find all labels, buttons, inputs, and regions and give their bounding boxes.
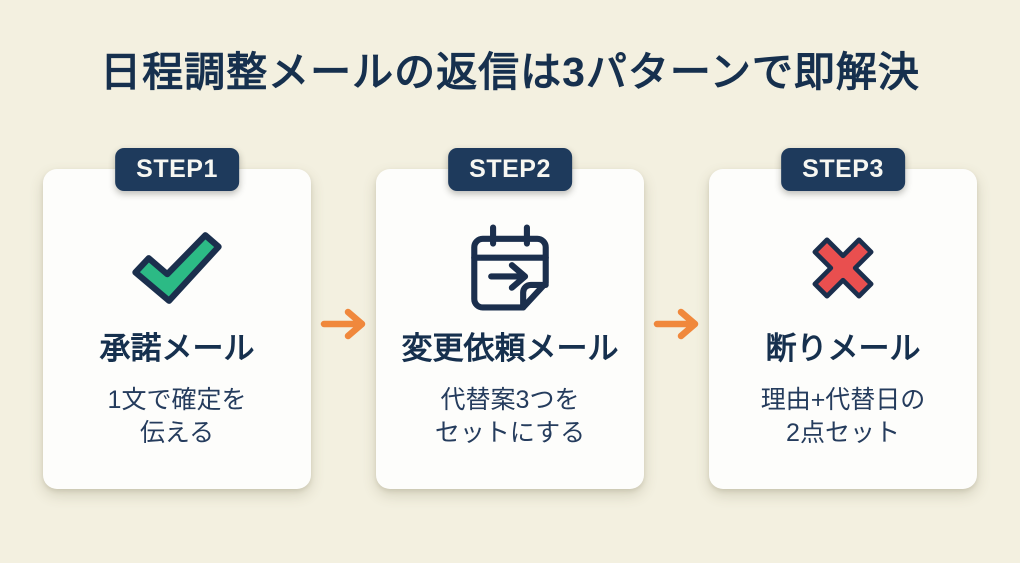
step-card-1: STEP1 承諾メール 1文で確定を 伝える: [43, 148, 311, 489]
cross-icon: [709, 225, 977, 311]
page-title: 日程調整メールの返信は3パターンで即解決: [100, 49, 920, 95]
step-badge: STEP3: [781, 148, 905, 191]
step-description: 理由+代替日の 2点セット: [760, 386, 926, 447]
step-title: 変更依頼メール: [401, 331, 619, 366]
step-title: 承諾メール: [99, 331, 255, 366]
step-badge: STEP2: [448, 148, 572, 191]
step-description: 1文で確定を 伝える: [107, 386, 247, 447]
step-badge: STEP1: [115, 148, 239, 191]
step-title: 断りメール: [765, 331, 921, 366]
step-card-2: STEP2 変更依頼メール 代替案3つを セットにする: [376, 148, 644, 489]
step-card-3: STEP3 断りメール 理由+代替日の 2点セット: [709, 148, 977, 489]
calendar-forward-icon: [376, 224, 644, 311]
arrow-right-icon: [320, 304, 368, 344]
steps-row: STEP1 承諾メール 1文で確定を 伝える STEP2: [43, 148, 977, 489]
check-icon: [43, 225, 311, 311]
step-description: 代替案3つを セットにする: [434, 386, 586, 447]
arrow-right-icon: [653, 304, 701, 344]
